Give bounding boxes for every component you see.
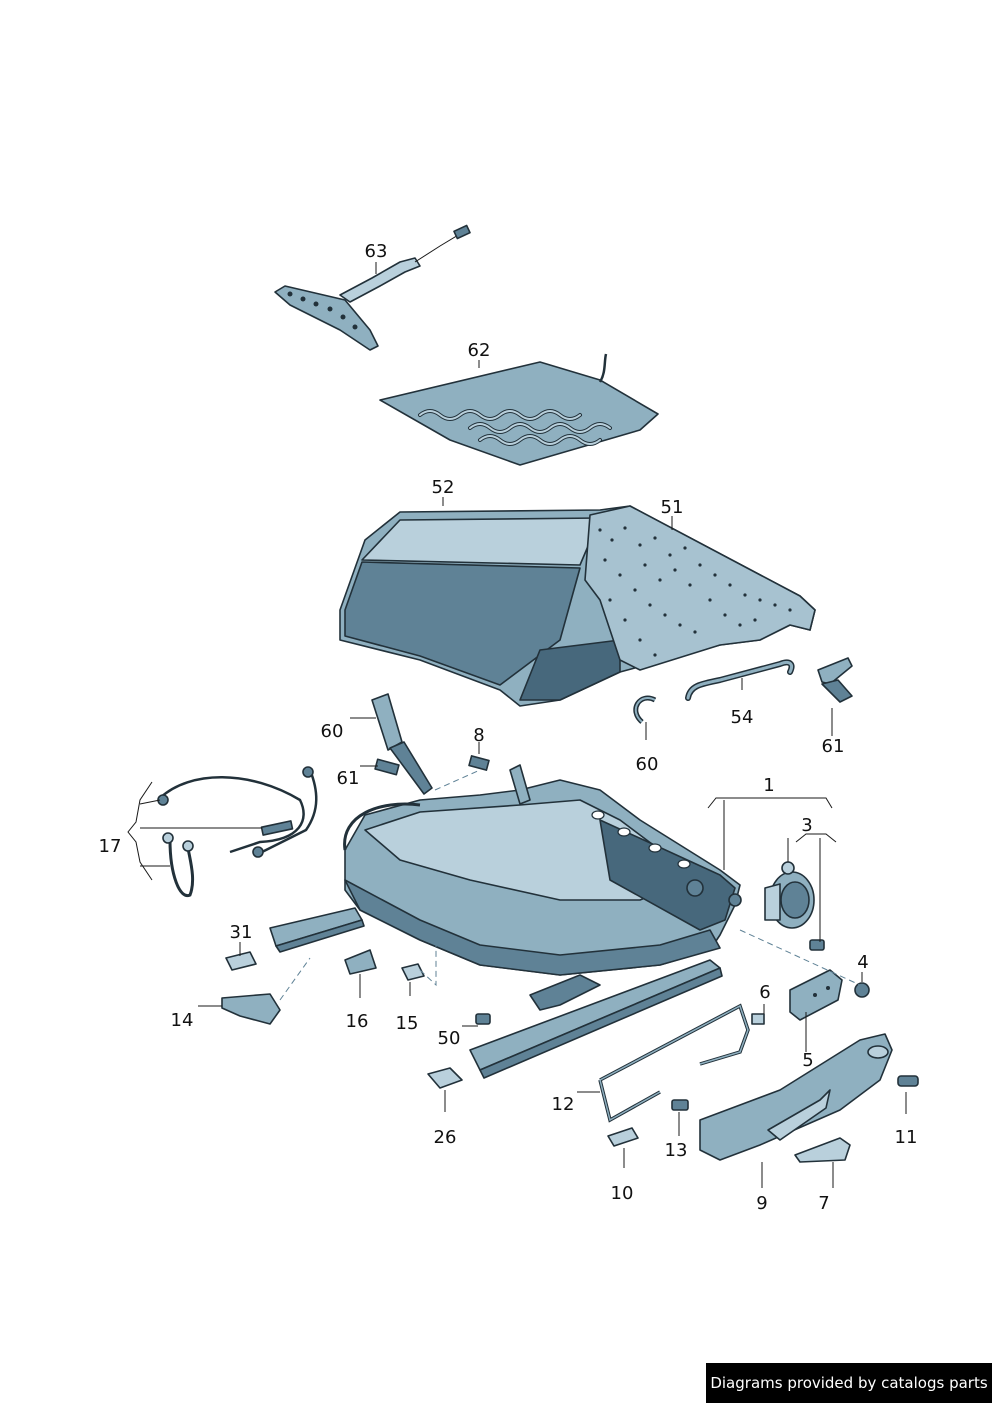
part-52-clip-ring bbox=[633, 695, 657, 724]
part-16-bracket bbox=[344, 949, 377, 975]
part-62-heating-mat bbox=[379, 353, 659, 466]
part-13-screw bbox=[671, 1099, 689, 1111]
callout-1: 1 bbox=[763, 775, 775, 796]
part-14-cover-cap bbox=[221, 993, 281, 1025]
part-10-clip bbox=[607, 1127, 639, 1147]
part-9-side-trim bbox=[699, 1033, 893, 1161]
leader-lines bbox=[127, 262, 907, 1188]
seat-rails bbox=[269, 907, 723, 1079]
part-7-lever bbox=[794, 1137, 851, 1163]
callout-40: 51 bbox=[660, 497, 684, 518]
callout-7: 7 bbox=[818, 1193, 830, 1214]
part-26-clip bbox=[225, 951, 257, 971]
part-12-rod bbox=[598, 1003, 750, 1123]
part-11-screw bbox=[897, 1075, 919, 1087]
callout-6: 6 bbox=[759, 982, 771, 1003]
part-54-bracket bbox=[817, 657, 853, 703]
part-50-seat-cushion bbox=[339, 505, 816, 707]
part-3-motor bbox=[764, 861, 825, 951]
callout-4: 4 bbox=[857, 952, 869, 973]
part-60-belt-buckle bbox=[371, 693, 490, 795]
part-51-wire bbox=[685, 659, 795, 701]
part-6-clip bbox=[751, 1013, 765, 1025]
callout-61: 61 bbox=[336, 768, 360, 789]
callout-11: 11 bbox=[894, 1127, 918, 1148]
part-15-clip bbox=[401, 963, 425, 981]
callout-16: 16 bbox=[345, 1011, 369, 1032]
credit-banner: Diagrams provided by catalogs parts bbox=[706, 1363, 992, 1403]
callout-54: 61 bbox=[821, 736, 845, 757]
callout-8: 8 bbox=[473, 725, 485, 746]
part-5-bracket bbox=[789, 969, 843, 1021]
callout-63: 63 bbox=[364, 241, 388, 262]
callout-12: 12 bbox=[551, 1094, 575, 1115]
callout-10: 10 bbox=[610, 1183, 634, 1204]
callout-5: 5 bbox=[802, 1050, 814, 1071]
callout-52: 60 bbox=[635, 754, 659, 775]
part-4-nut bbox=[854, 982, 870, 998]
callout-62: 62 bbox=[467, 340, 491, 361]
callout-51: 54 bbox=[730, 707, 754, 728]
part-63-heating-element bbox=[274, 224, 471, 351]
callout-14: 14 bbox=[170, 1010, 194, 1031]
part-31-screw bbox=[475, 1013, 491, 1025]
callout-17: 17 bbox=[98, 836, 122, 857]
part-17-cable-set bbox=[157, 766, 318, 898]
callout-9: 9 bbox=[756, 1193, 768, 1214]
callout-50: 52 bbox=[431, 477, 455, 498]
part-25-clip bbox=[427, 1067, 463, 1089]
callout-60: 60 bbox=[320, 721, 344, 742]
callout-31: 50 bbox=[437, 1028, 461, 1049]
part-1-seat-frame bbox=[343, 764, 742, 976]
callout-3: 3 bbox=[801, 815, 813, 836]
callout-26: 31 bbox=[229, 922, 253, 943]
callout-25: 26 bbox=[433, 1127, 457, 1148]
callout-15: 15 bbox=[395, 1013, 419, 1034]
callout-13: 13 bbox=[664, 1140, 688, 1161]
